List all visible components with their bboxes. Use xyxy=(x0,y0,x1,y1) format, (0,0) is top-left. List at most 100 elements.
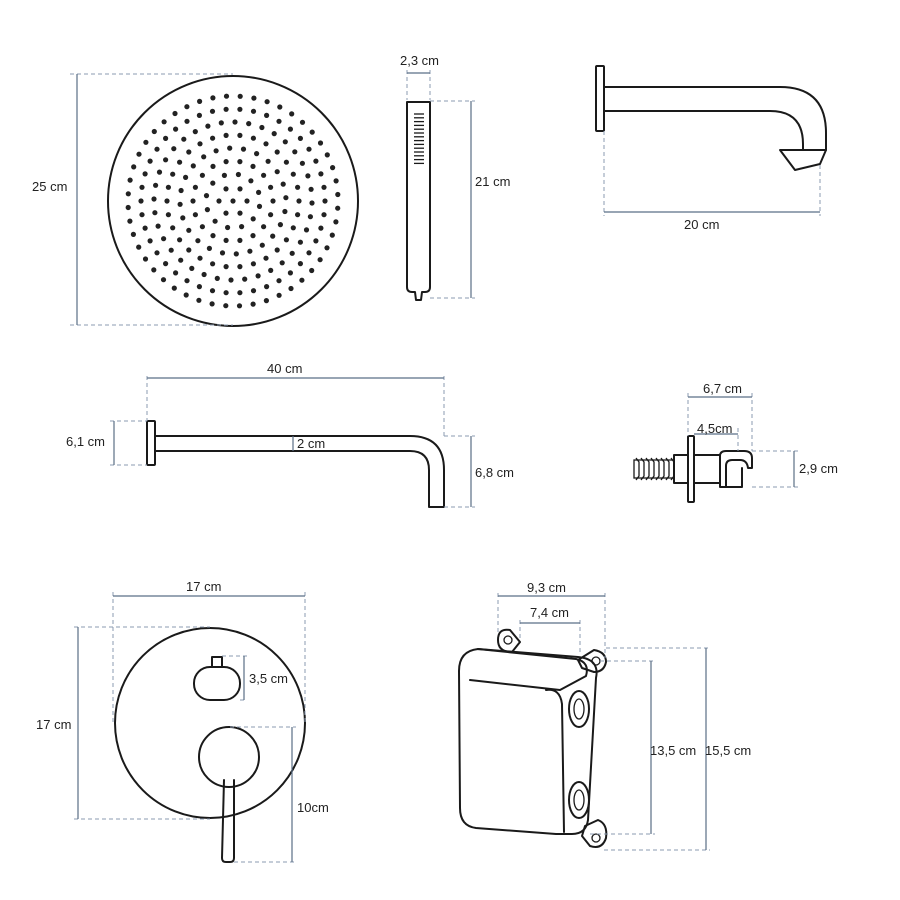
nozzle-hole xyxy=(201,271,207,278)
nozzle-hole xyxy=(209,288,216,294)
nozzle-hole xyxy=(192,129,198,135)
hand-shower-holder: 6,7 cm 4,5cm 2,9 cm xyxy=(633,381,838,503)
nozzle-hole xyxy=(237,237,243,243)
hand-shower: 2,3 cm 21 cm xyxy=(400,53,510,301)
knob-label: 3,5 cm xyxy=(249,671,288,686)
shower-head-outline xyxy=(107,75,359,327)
nozzle-hole xyxy=(199,172,205,178)
nozzle-hole xyxy=(151,267,157,273)
nozzle-hole xyxy=(306,250,312,256)
nozzle-hole xyxy=(142,171,148,177)
nozzle-hole xyxy=(283,195,289,201)
nozzle-hole xyxy=(151,196,157,202)
box-inner-height-label: 13,5 cm xyxy=(650,743,696,758)
nozzle-hole xyxy=(255,273,261,279)
spout-wall-flange xyxy=(595,65,605,132)
box-front-edge xyxy=(545,688,565,833)
nozzle-hole xyxy=(289,250,295,256)
nozzle-hole xyxy=(184,278,190,284)
concealed-mixer-box: 9,3 cm 7,4 cm 13,5 cm 15,5 cm xyxy=(458,580,751,851)
nozzle-hole xyxy=(223,210,229,216)
box-body xyxy=(458,648,598,835)
nozzle-hole xyxy=(183,174,189,180)
box-lug-top-left-hole xyxy=(503,635,513,645)
nozzle-hole xyxy=(335,205,341,211)
nozzle-hole xyxy=(196,112,202,118)
diverter-knob-stem xyxy=(211,656,223,668)
holder-height-label: 2,9 cm xyxy=(799,461,838,476)
nozzle-hole xyxy=(259,124,265,131)
nozzle-hole xyxy=(239,224,245,230)
nozzle-hole xyxy=(131,164,137,170)
nozzle-hole xyxy=(251,95,257,101)
mixer-plate-outline xyxy=(114,627,306,819)
nozzle-hole xyxy=(230,198,236,204)
nozzle-hole xyxy=(250,163,256,169)
nozzle-hole xyxy=(276,118,282,124)
mixer-plate-height-label: 17 cm xyxy=(36,717,71,732)
nozzle-hole xyxy=(127,218,133,224)
nozzle-hole xyxy=(161,119,167,125)
nozzle-hole xyxy=(299,160,305,166)
nozzle-hole xyxy=(213,148,219,154)
holder-nut xyxy=(673,454,689,484)
thread-ridge xyxy=(665,457,670,481)
nozzle-hole xyxy=(250,233,256,239)
box-lug-top-left xyxy=(497,628,521,653)
nozzle-hole xyxy=(177,159,183,165)
shower-arm: 40 cm 6,1 cm 2 cm 6,8 cm xyxy=(66,361,514,508)
nozzle-hole xyxy=(236,303,243,309)
nozzle-hole xyxy=(195,238,201,244)
nozzle-hole xyxy=(299,119,306,125)
nozzle-hole xyxy=(335,191,341,198)
nozzle-hole xyxy=(290,225,296,231)
nozzle-hole xyxy=(147,158,153,164)
nozzle-hole xyxy=(152,210,158,216)
spout-length-label: 20 cm xyxy=(684,217,719,232)
nozzle-hole xyxy=(232,119,238,125)
holder-threaded-connector xyxy=(633,457,675,481)
nozzle-hole xyxy=(155,223,161,229)
nozzle-hole xyxy=(274,169,280,175)
nozzle-hole xyxy=(287,126,293,132)
nozzle-hole xyxy=(125,204,131,211)
nozzle-hole xyxy=(210,233,216,239)
nozzle-hole xyxy=(330,165,336,171)
box-lug-bottom-right-hole xyxy=(591,833,601,843)
nozzle-hole xyxy=(263,298,269,304)
nozzle-hole xyxy=(210,95,216,101)
nozzle-hole xyxy=(223,237,229,243)
nozzle-hole xyxy=(189,265,195,271)
nozzle-hole xyxy=(305,173,311,179)
shower-arm-tube-label: 2 cm xyxy=(297,436,325,451)
nozzle-hole xyxy=(237,159,243,165)
nozzle-hole xyxy=(136,151,142,157)
nozzle-hole xyxy=(163,261,169,267)
shower-arm-tube xyxy=(154,435,445,508)
nozzle-hole xyxy=(329,232,335,238)
nozzle-hole xyxy=(197,98,203,104)
nozzle-hole xyxy=(183,292,189,298)
nozzle-hole xyxy=(223,159,229,165)
nozzle-hole xyxy=(143,139,149,145)
nozzle-hole xyxy=(223,290,229,296)
nozzle-hole xyxy=(170,171,176,177)
nozzle-hole xyxy=(237,290,243,296)
shower-arm-length-label: 40 cm xyxy=(267,361,302,376)
nozzle-hole xyxy=(261,224,267,230)
nozzle-hole xyxy=(324,152,330,158)
nozzle-hole xyxy=(199,224,205,230)
thread-ridge xyxy=(655,457,660,481)
nozzle-hole xyxy=(240,146,247,152)
nozzle-hole xyxy=(265,158,271,164)
nozzle-hole xyxy=(289,111,295,117)
nozzle-hole xyxy=(165,184,171,190)
nozzle-hole xyxy=(139,212,145,218)
nozzle-hole xyxy=(333,178,339,184)
nozzle-hole xyxy=(292,149,298,155)
nozzle-hole xyxy=(223,132,229,138)
nozzle-hole xyxy=(219,250,226,256)
nozzle-hole xyxy=(318,171,324,177)
nozzle-hole xyxy=(142,256,149,262)
thread-ridge xyxy=(645,457,650,481)
